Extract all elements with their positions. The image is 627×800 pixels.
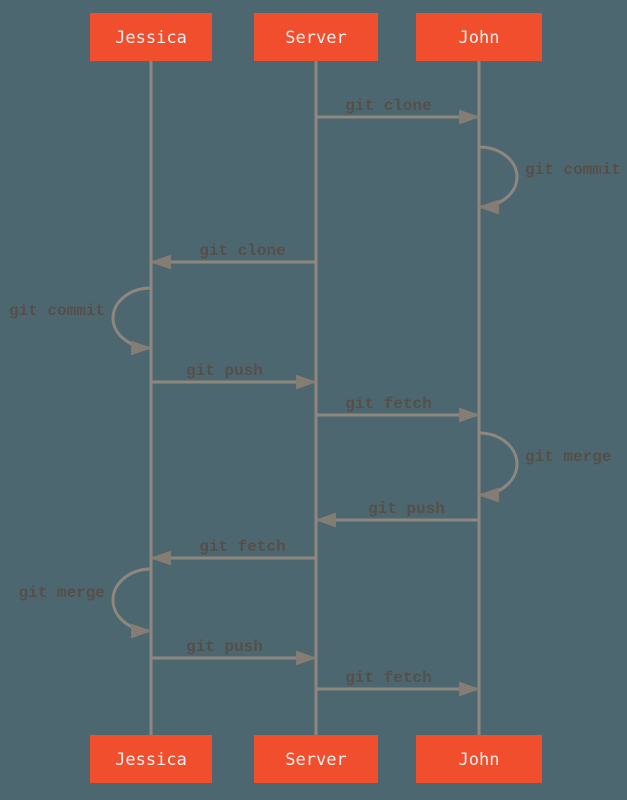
actor-label: John [459,750,500,770]
actor-box-top-jessica: Jessica [90,13,212,61]
actor-box-rect [254,735,378,783]
message-label: git clone [345,97,431,115]
message-label: git push [368,500,445,518]
actor-label: Jessica [115,28,187,48]
actor-box-bottom-server: Server [254,735,378,783]
self-message-arc-git-merge [111,567,153,639]
message-label: git commit [525,161,621,179]
actor-box-rect [416,735,542,783]
message-label: git push [186,638,263,656]
self-message-arc-git-commit [111,286,153,356]
actor-box-rect [254,13,378,61]
actor-label: Jessica [115,750,187,770]
actor-box-bottom-jessica: Jessica [90,735,212,783]
self-message-arc-git-commit [477,145,519,215]
actor-label: Server [285,28,346,48]
message-label: git merge [525,448,611,466]
message-label: git merge [19,584,105,602]
actor-label: Server [285,750,346,770]
message-label: git clone [199,242,285,260]
actor-box-rect [416,13,542,61]
actor-box-rect [90,735,212,783]
self-message-arc-git-merge [477,431,519,503]
message-label: git fetch [199,538,285,556]
actor-box-rect [90,13,212,61]
actor-box-top-john: John [416,13,542,61]
actor-label: John [459,28,500,48]
message-label: git fetch [345,395,431,413]
message-label: git fetch [345,669,431,687]
actor-box-bottom-john: John [416,735,542,783]
message-label: git commit [9,302,105,320]
message-label: git push [186,362,263,380]
actor-box-top-server: Server [254,13,378,61]
